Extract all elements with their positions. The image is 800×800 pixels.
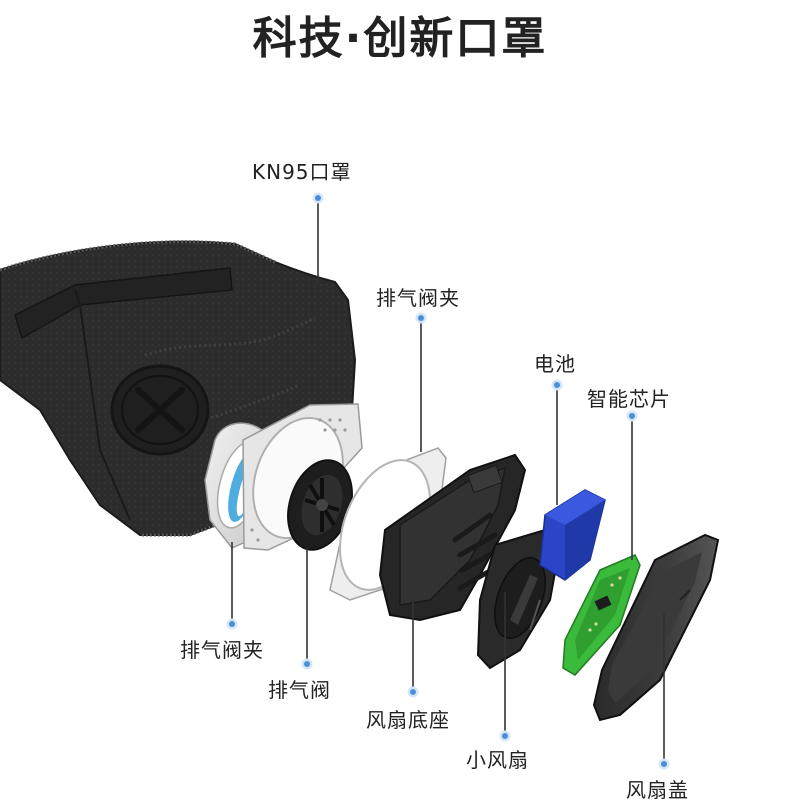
label-valve-clip-top: 排气阀夹	[376, 286, 460, 310]
dot-valve	[304, 661, 310, 667]
fan-base	[378, 453, 527, 622]
dot-battery	[554, 382, 560, 388]
dot-small-fan	[502, 733, 508, 739]
dot-fan-base	[410, 689, 416, 695]
label-valve-clip-bottom: 排气阀夹	[180, 638, 264, 662]
dot-valve-clip-top	[418, 315, 424, 321]
label-fan-base: 风扇底座	[366, 708, 450, 732]
leader-lines	[226, 192, 670, 770]
exhaust-valve	[287, 459, 353, 551]
dot-kn95	[315, 195, 321, 201]
page-title: 科技·创新口罩	[252, 13, 548, 64]
dot-valve-clip-bottom	[229, 621, 235, 627]
label-small-fan: 小风扇	[466, 748, 529, 772]
smart-chip	[562, 554, 641, 676]
dot-chip	[629, 413, 635, 419]
label-chip: 智能芯片	[587, 387, 671, 411]
label-valve: 排气阀	[268, 678, 331, 702]
label-fan-cover: 风扇盖	[626, 778, 689, 800]
fan-cover	[592, 533, 720, 722]
label-battery: 电池	[534, 352, 576, 376]
dot-fan-cover	[661, 761, 667, 767]
battery	[539, 489, 606, 581]
label-kn95: KN95口罩	[252, 160, 352, 184]
